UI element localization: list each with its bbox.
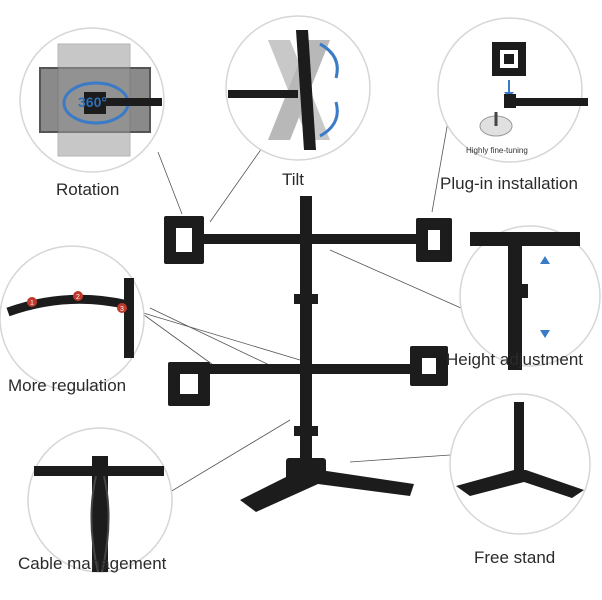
free-stand-label: Free stand (474, 548, 556, 567)
tilt-label: Tilt (282, 170, 305, 189)
tilt-detail (225, 15, 371, 161)
cable-detail (27, 427, 173, 573)
marker-3: 3 (120, 306, 124, 313)
connector-lines (139, 109, 471, 511)
fine-tuning-label: Highly fine-tuning (466, 146, 528, 155)
main-stand (164, 196, 452, 512)
rotation-label: Rotation (56, 180, 120, 199)
rotation-badge: 360° (78, 94, 107, 110)
free-stand-detail (449, 393, 591, 535)
more-regulation-label: More regulation (8, 376, 127, 395)
cable-management-label: Cable management (18, 554, 167, 573)
more-regulation-detail: 1 2 3 (0, 245, 145, 391)
marker-2: 2 (76, 294, 80, 301)
marker-1: 1 (30, 300, 34, 307)
height-adjustment-label: Height adjustment (446, 350, 584, 369)
rotation-detail (19, 27, 165, 173)
plugin-detail (437, 17, 588, 163)
plugin-installation-label: Plug-in installation (440, 174, 578, 193)
height-detail (459, 225, 601, 370)
